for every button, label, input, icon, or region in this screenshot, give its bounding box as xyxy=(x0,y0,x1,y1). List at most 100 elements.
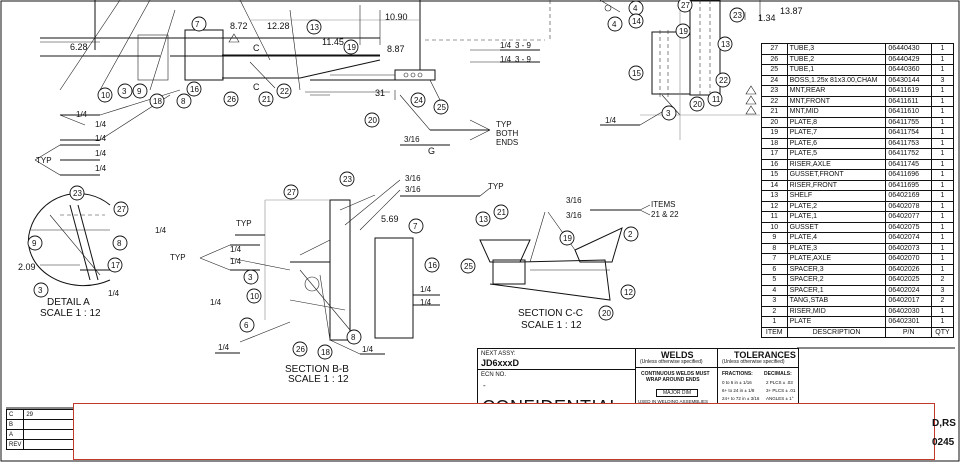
svg-text:8: 8 xyxy=(181,97,186,106)
bom-header-cell: QTY xyxy=(930,326,955,338)
svg-text:7: 7 xyxy=(195,20,200,29)
typ-label: TYP xyxy=(36,156,52,165)
svg-text:22: 22 xyxy=(280,87,289,96)
bom-description: TUBE,3 xyxy=(786,43,887,55)
balloon: 26 xyxy=(292,341,308,357)
bom-part-number: 06402026 xyxy=(885,263,932,275)
revision-triangles xyxy=(228,33,757,115)
bom-part-number: 06411745 xyxy=(885,158,932,170)
bom-item-number: 27 xyxy=(761,43,788,55)
svg-text:23: 23 xyxy=(73,189,82,198)
balloon: 23 xyxy=(729,7,745,23)
bom-part-number: 06402077 xyxy=(885,211,932,223)
bom-item-number: 17 xyxy=(761,148,788,160)
bom-quantity: 1 xyxy=(930,106,955,118)
bom-description: PLATE,2 xyxy=(786,200,887,212)
balloon: 27 xyxy=(113,201,129,217)
balloon: 20 xyxy=(689,96,705,112)
balloon: 18 xyxy=(317,344,333,360)
weld-label: 1/4 xyxy=(95,134,107,143)
svg-text:21: 21 xyxy=(262,95,271,104)
decimal-tol-2: 3+ PLCS ± .01 xyxy=(766,388,796,393)
decimal-tol-1: 2 PLCS ± .03 xyxy=(766,380,793,385)
weld-label: 1/4 xyxy=(155,226,167,235)
balloon: 22 xyxy=(715,72,731,88)
bom-quantity: 1 xyxy=(930,158,955,170)
svg-text:16: 16 xyxy=(190,85,199,94)
weld-pitch-label: 3 - 9 xyxy=(515,41,532,50)
balloon: 11 xyxy=(707,91,723,107)
balloon: 3 xyxy=(33,282,49,298)
svg-text:22: 22 xyxy=(719,76,728,85)
bom-part-number: 06402024 xyxy=(885,284,932,296)
bom-quantity: 1 xyxy=(930,242,955,254)
balloon: 10 xyxy=(246,288,262,304)
svg-text:3: 3 xyxy=(122,87,127,96)
next-assy-label: NEXT ASSY: xyxy=(481,351,516,357)
bom-part-number: 06411619 xyxy=(885,85,932,97)
bom-part-number: 06440360 xyxy=(885,64,932,76)
svg-text:25: 25 xyxy=(464,262,473,271)
dim-10-90: 10.90 xyxy=(385,12,408,22)
balloon: 8 xyxy=(112,235,128,251)
balloon: 19 xyxy=(559,230,575,246)
svg-text:25: 25 xyxy=(437,103,446,112)
balloon: 18 xyxy=(149,93,165,109)
welds-note-1: CONTINUOUS WELDS MUST xyxy=(641,371,710,377)
balloon: 4 xyxy=(607,16,623,32)
fraction-tol-3: 24+ to 72 in ± 3/16 xyxy=(722,396,760,401)
bom-quantity: 1 xyxy=(930,316,955,328)
balloon: 20 xyxy=(598,305,614,321)
balloon: 4 xyxy=(628,0,644,16)
svg-text:8: 8 xyxy=(117,239,122,248)
bom-item-number: 9 xyxy=(761,232,788,244)
bom-part-number: 06411755 xyxy=(885,116,932,128)
typ-both-ends-label: ENDS xyxy=(496,138,518,147)
ecn-value: - xyxy=(483,381,486,390)
svg-text:10: 10 xyxy=(250,292,259,301)
bom-item-number: 10 xyxy=(761,221,788,233)
revision-letter: A xyxy=(5,429,25,440)
bom-part-number: 06402075 xyxy=(885,221,932,233)
weld-g-label: G xyxy=(428,146,435,156)
bom-description: MNT,REAR xyxy=(786,85,887,97)
detail-a-title: DETAIL A xyxy=(47,297,90,308)
next-assy-value: JD6xxxD xyxy=(481,358,520,368)
fraction-tol-2: 6+ to 24 in ± 1/8 xyxy=(722,388,755,393)
bom-quantity: 1 xyxy=(930,179,955,191)
bom-quantity: 2 xyxy=(930,295,955,307)
bom-description: MNT,MID xyxy=(786,106,887,118)
section-bb-title: SECTION B-B xyxy=(285,364,349,375)
bom-part-number: 06411695 xyxy=(885,179,932,191)
bom-description: RISER,AXLE xyxy=(786,158,887,170)
bom-part-number: 06402025 xyxy=(885,274,932,286)
balloon: 25 xyxy=(460,258,476,274)
svg-text:27: 27 xyxy=(117,205,126,214)
detail-a-scale: SCALE 1 : 12 xyxy=(40,308,101,319)
balloon: 19 xyxy=(675,23,691,39)
balloon: 25 xyxy=(433,99,449,115)
bom-quantity: 1 xyxy=(930,95,955,107)
decimal-tol-3: ANGLES ± 1° xyxy=(766,396,794,401)
item-balloons: 7 13 19 10 3 9 18 8 16 26 21 22 24 25 20… xyxy=(27,0,745,360)
bom-part-number: 06402070 xyxy=(885,253,932,265)
svg-text:8: 8 xyxy=(351,333,356,342)
svg-text:14: 14 xyxy=(632,17,641,26)
bom-quantity: 1 xyxy=(930,85,955,97)
weld-label: 1/4 xyxy=(605,116,617,125)
dim-8-87: 8.87 xyxy=(387,44,405,54)
svg-text:26: 26 xyxy=(296,345,305,354)
bom-quantity: 1 xyxy=(930,190,955,202)
balloon: 27 xyxy=(283,184,299,200)
bom-item-number: 8 xyxy=(761,242,788,254)
